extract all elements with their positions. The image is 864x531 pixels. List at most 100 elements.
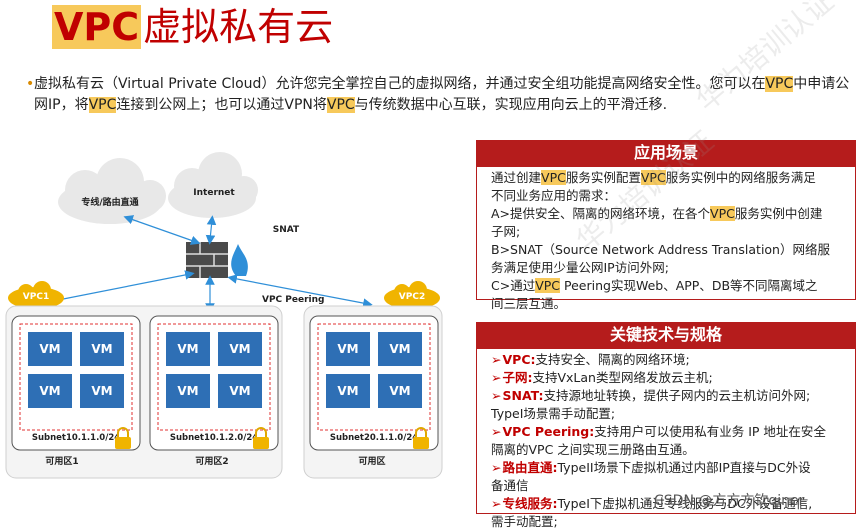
subnet-box — [317, 323, 431, 431]
vm-label: VM — [229, 342, 250, 356]
scenario-line: 通过创建VPC服务实例配置VPC服务实例中的网络服务满足 — [491, 169, 841, 187]
vpc2-label: VPC2 — [399, 292, 425, 302]
cloud-left-icon — [58, 158, 166, 224]
intro-part: 连接到公网上；也可以通过VPN将 — [116, 97, 327, 113]
panel-body-specs: ➢VPC:支持安全、隔离的网络环境;➢子网:支持VxLan类型网络发放云主机;➢… — [476, 348, 856, 529]
scenario-line: 务满足使用少量公网IP访问外网; — [491, 259, 841, 277]
scenario-line: 不同业务应用的需求： — [491, 187, 841, 205]
scenario-line: 间三层互通。 — [491, 295, 841, 313]
intro-vpc: VPC — [326, 97, 355, 113]
intro-part: 虚拟私有云（Virtual Private Cloud）允许您完全掌控自己的虚拟… — [34, 76, 766, 92]
subnet-label: Subnet10.1.2.0/24 — [170, 433, 258, 443]
scenario-text: 通过创建 — [491, 170, 542, 185]
vm-box — [378, 332, 422, 366]
vm-box — [326, 374, 370, 408]
connection-arrows — [43, 215, 373, 313]
bullet-icon: • — [26, 76, 35, 92]
spec-text: TypeI场景需手动配置; — [491, 406, 616, 421]
subnet-box — [19, 323, 133, 431]
arrow-icon: ➢ — [491, 496, 502, 511]
firewall-icon — [186, 242, 248, 278]
zone-label: 可用区 — [358, 456, 385, 467]
scenario-text: 服务实例中创建 — [734, 206, 823, 221]
scenario-text: 服务实例中的网络服务满足 — [665, 170, 816, 185]
scenario-line: A>提供安全、隔离的网络环境，在各个VPC服务实例中创建 — [491, 205, 841, 223]
spec-keyword: 子网: — [502, 370, 533, 385]
vm-label: VM — [39, 384, 60, 398]
scenario-text: 子网; — [491, 224, 521, 239]
csdn-watermark: CSDN @方方方钦qiner — [654, 493, 805, 509]
spec-text: 需手动配置; — [491, 514, 558, 529]
arrow-icon: ➢ — [491, 424, 502, 439]
arrow-icon: ➢ — [491, 388, 502, 403]
scenario-line: B>SNAT（Source Network Address Translatio… — [491, 241, 841, 259]
vm-box — [80, 374, 124, 408]
vm-box — [218, 332, 262, 366]
subnet-box — [157, 323, 271, 431]
zone-label: 可用区2 — [195, 456, 228, 467]
scenario-text: B>SNAT（Source Network Address Translatio… — [491, 242, 830, 257]
zone-label: 可用区1 — [45, 456, 78, 467]
vm-box — [28, 332, 72, 366]
spec-keyword: SNAT: — [502, 388, 544, 403]
scenario-line: 子网; — [491, 223, 841, 241]
arrow-icon: ➢ — [491, 370, 502, 385]
arrow-icon: ➢ — [491, 352, 502, 367]
scenario-vpc: VPC — [640, 170, 666, 185]
scenario-vpc: VPC — [710, 206, 735, 221]
scenario-vpc: VPC — [535, 278, 561, 293]
spec-text: 支持用户可以使用私有业务 IP 地址在安全 — [594, 424, 826, 439]
vm-label: VM — [389, 342, 410, 356]
spec-text: TypeII场景下虚拟机通过内部IP直接与DC外设 — [557, 460, 811, 475]
vpc2-badge-icon — [384, 281, 440, 309]
vm-box — [28, 374, 72, 408]
vm-label: VM — [91, 384, 112, 398]
intro-vpc: VPC — [765, 76, 794, 92]
scenario-text: 不同业务应用的需求： — [491, 188, 617, 203]
spec-line: ➢专线服务:TypeI下虚拟机通过专线服务与DC外设备通信, — [491, 495, 841, 513]
panel-body-scenarios: 通过创建VPC服务实例配置VPC服务实例中的网络服务满足不同业务应用的需求：A>… — [476, 166, 856, 311]
vm-box — [378, 374, 422, 408]
vm-label: VM — [389, 384, 410, 398]
scenario-line: C>通过VPC Peering实现Web、APP、DB等不同隔离域之 — [491, 277, 841, 295]
vm-box — [166, 332, 210, 366]
spec-line: ➢VPC Peering:支持用户可以使用私有业务 IP 地址在安全 — [491, 423, 841, 441]
snat-label: SNAT — [273, 225, 300, 235]
lock-icon — [115, 427, 131, 449]
spec-text: 支持VxLan类型网络发放云主机; — [532, 370, 713, 385]
spec-keyword: 路由直通: — [502, 460, 558, 475]
scenario-text: Peering实现Web、APP、DB等不同隔离域之 — [560, 278, 818, 293]
spec-text: TypeI下虚拟机通过专线服务与DC外设备通信, — [557, 496, 813, 511]
vm-label: VM — [177, 384, 198, 398]
vm-label: VM — [337, 342, 358, 356]
spec-keyword: VPC Peering: — [502, 424, 595, 439]
spec-line: ➢子网:支持VxLan类型网络发放云主机; — [491, 369, 841, 387]
spec-line: 备通信 — [491, 477, 841, 495]
panel-header-scenarios: 应用场景 — [476, 140, 856, 166]
vpc-peering-label: VPC Peering — [262, 295, 324, 305]
cloud-left-label: 专线/路由直通 — [81, 196, 138, 208]
spec-line: ➢VPC:支持安全、隔离的网络环境; — [491, 351, 841, 369]
scenario-text: 服务实例配置 — [565, 170, 641, 185]
spec-text: 隔离的VPC 之间实现三册路由互通。 — [491, 442, 695, 457]
vm-label: VM — [91, 342, 112, 356]
scenario-text: 间三层互通。 — [491, 296, 567, 311]
scenario-text: 务满足使用少量公网IP访问外网; — [491, 260, 669, 275]
subnet-label: Subnet20.1.1.0/24 — [330, 433, 418, 443]
vm-label: VM — [39, 342, 60, 356]
spec-text: 备通信 — [491, 478, 529, 493]
spec-line: ➢SNAT:支持源地址转换，提供子网内的云主机访问外网; — [491, 387, 841, 405]
lock-icon — [413, 427, 429, 449]
subnet-label: Subnet10.1.1.0/24 — [32, 433, 120, 443]
spec-line: 隔离的VPC 之间实现三册路由互通。 — [491, 441, 841, 459]
spec-line: ➢路由直通:TypeII场景下虚拟机通过内部IP直接与DC外设 — [491, 459, 841, 477]
spec-line: TypeI场景需手动配置; — [491, 405, 841, 423]
vm-box — [80, 332, 124, 366]
intro-part: 与传统数据中心互联，实现应用向云上的平滑迁移. — [354, 97, 668, 113]
vm-box — [166, 374, 210, 408]
scenario-text: C>通过 — [491, 278, 536, 293]
spec-text: 支持源地址转换，提供子网内的云主机访问外网; — [543, 388, 811, 403]
vpc1-badge-icon — [8, 281, 64, 309]
vm-label: VM — [177, 342, 198, 356]
